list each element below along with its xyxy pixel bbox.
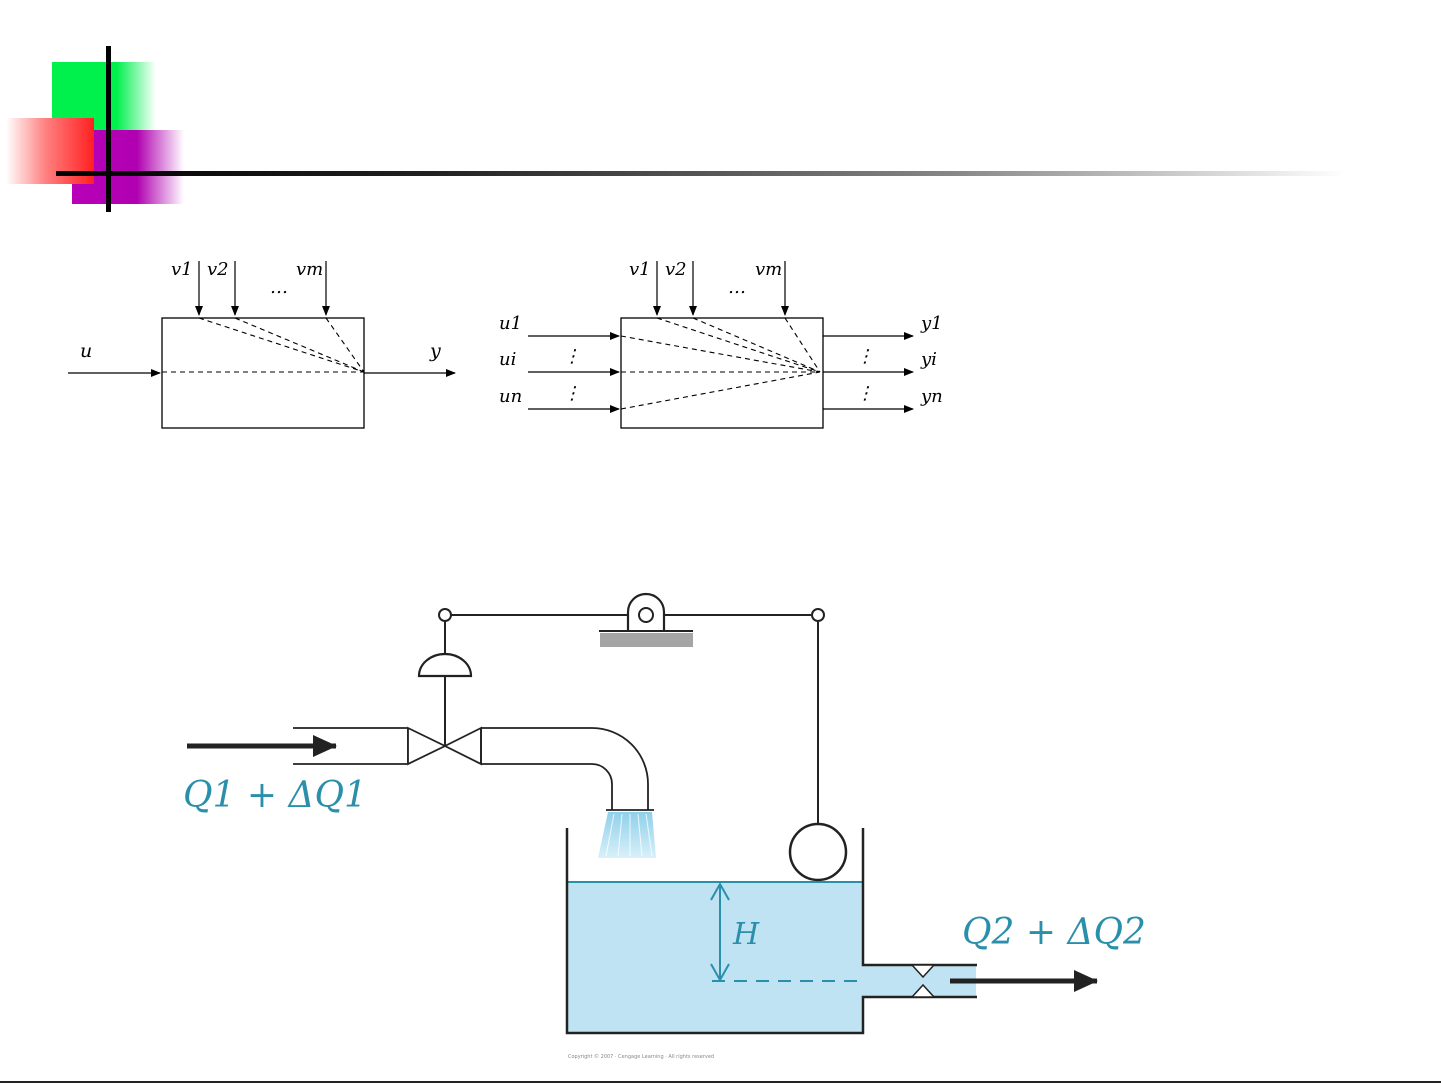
siso-process-box — [162, 318, 364, 428]
copyright-text: Copyright © 2007 · Cengage Learning · Al… — [568, 1053, 714, 1060]
siso-label-u: u — [80, 340, 92, 362]
siso-ellipsis: … — [270, 277, 288, 298]
valve-actuator-dome — [419, 654, 471, 676]
pivot-pin — [639, 608, 653, 622]
siso-label-y: y — [429, 340, 441, 362]
mimo-block-diagram: v1 v2 vm … u1 ui un y1 yi yn ⋮ ⋮ ⋮ ⋮ — [499, 259, 943, 428]
elbow-pipe-inner — [481, 764, 612, 810]
siso-dashed-paths — [162, 318, 364, 372]
pivot-ground-hatch — [600, 633, 693, 647]
mimo-ellipsis: … — [728, 277, 746, 298]
tank-wall-right — [863, 828, 977, 965]
mimo-label-yn: yn — [920, 386, 943, 407]
siso-label-v1: v1 — [171, 259, 193, 280]
mimo-vdots-out-1: ⋮ — [856, 346, 874, 367]
mimo-label-yi: yi — [920, 349, 937, 370]
mimo-label-vm: vm — [755, 259, 782, 280]
mimo-label-u1: u1 — [499, 313, 522, 334]
float-ball — [790, 824, 846, 880]
mimo-vdots-in-2: ⋮ — [563, 383, 581, 404]
level-label-h: H — [732, 917, 760, 952]
mimo-process-box — [621, 318, 823, 428]
mimo-vdots-out-2: ⋮ — [856, 383, 874, 404]
siso-block-diagram: v1 v2 vm … u y — [68, 259, 455, 428]
siso-label-vm: vm — [296, 259, 323, 280]
mimo-label-un: un — [499, 386, 522, 407]
outflow-label: Q2 + ΔQ2 — [962, 912, 1146, 953]
control-valve-left — [408, 728, 445, 764]
siso-label-v2: v2 — [207, 259, 229, 280]
mimo-vdots-in-1: ⋮ — [563, 346, 581, 367]
lever-joint-right — [812, 609, 824, 621]
control-valve-right — [445, 728, 481, 764]
elbow-pipe-outer — [481, 728, 648, 810]
mimo-label-y1: y1 — [920, 313, 943, 334]
tank-level-diagram: H — [183, 594, 1146, 1060]
lever-joint-left — [439, 609, 451, 621]
mimo-label-v2: v2 — [665, 259, 687, 280]
tank-water — [568, 882, 862, 1032]
mimo-label-ui: ui — [499, 349, 516, 370]
inflow-label: Q1 + ΔQ1 — [183, 775, 367, 816]
mimo-dashed-paths — [621, 318, 820, 409]
mimo-label-v1: v1 — [629, 259, 651, 280]
